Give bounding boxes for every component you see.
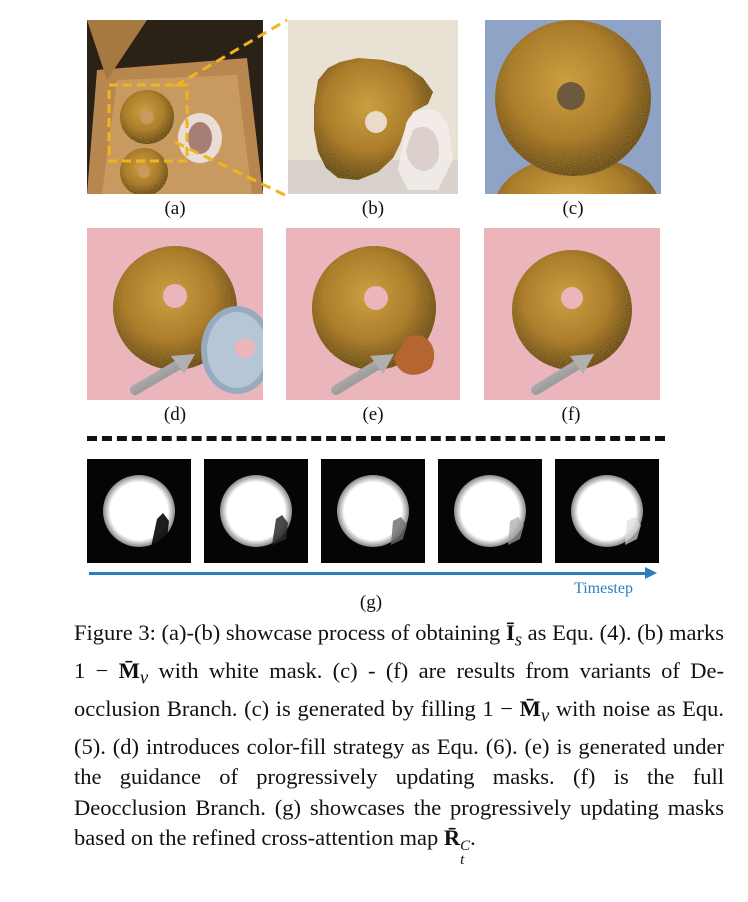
- symbol-M-bar-1: M̄: [118, 657, 140, 683]
- mask-4: [438, 459, 542, 563]
- subscript-s: s: [514, 629, 523, 651]
- panel-b-image: [288, 20, 458, 194]
- timestep-label: Timestep: [574, 580, 633, 597]
- label-a: (a): [164, 198, 186, 219]
- section-divider: [87, 436, 665, 441]
- mask-3: [321, 459, 425, 563]
- subscript-v-1: v: [139, 667, 149, 689]
- symbol-I-bar: Ī: [505, 620, 515, 645]
- caption-text-1: Figure 3: (a)-(b) showcase process of ob…: [74, 620, 506, 645]
- caption-text-2: as Equ. (4). (b) marks 1 −: [74, 620, 724, 683]
- label-g: (g): [359, 592, 383, 613]
- panel-c-image: [485, 20, 661, 194]
- panel-a-image: [87, 20, 263, 194]
- timestep-arrow-head-icon: [645, 567, 657, 579]
- label-f: (f): [561, 404, 581, 425]
- panel-e-image: [286, 228, 460, 400]
- mask-1: [87, 459, 191, 563]
- symbol-R-bar: R̄: [443, 824, 461, 850]
- label-e: (e): [362, 404, 384, 425]
- caption-text-3: with white mask. (c) - (f) are results f…: [74, 657, 724, 721]
- superscript-C: C: [460, 838, 471, 855]
- mask-5: [555, 459, 659, 563]
- subscript-t: t: [460, 851, 465, 868]
- subscript-v-2: v: [540, 705, 550, 727]
- panel-f-image: [484, 228, 660, 400]
- panel-d-image: [87, 228, 263, 400]
- label-d: (d): [163, 404, 187, 425]
- caption-text-4: with noise as Equ. (5). (d) introduces c…: [74, 695, 725, 850]
- figure-caption: Figure 3: (a)-(b) showcase process of ob…: [74, 618, 724, 867]
- symbol-M-bar-2: M̄: [519, 695, 541, 721]
- zoom-connector-lines: [175, 18, 288, 198]
- mask-2: [204, 459, 308, 563]
- timestep-arrow: [89, 572, 647, 575]
- label-c: (c): [562, 198, 584, 219]
- caption-period: .: [470, 824, 476, 850]
- label-b: (b): [361, 198, 385, 219]
